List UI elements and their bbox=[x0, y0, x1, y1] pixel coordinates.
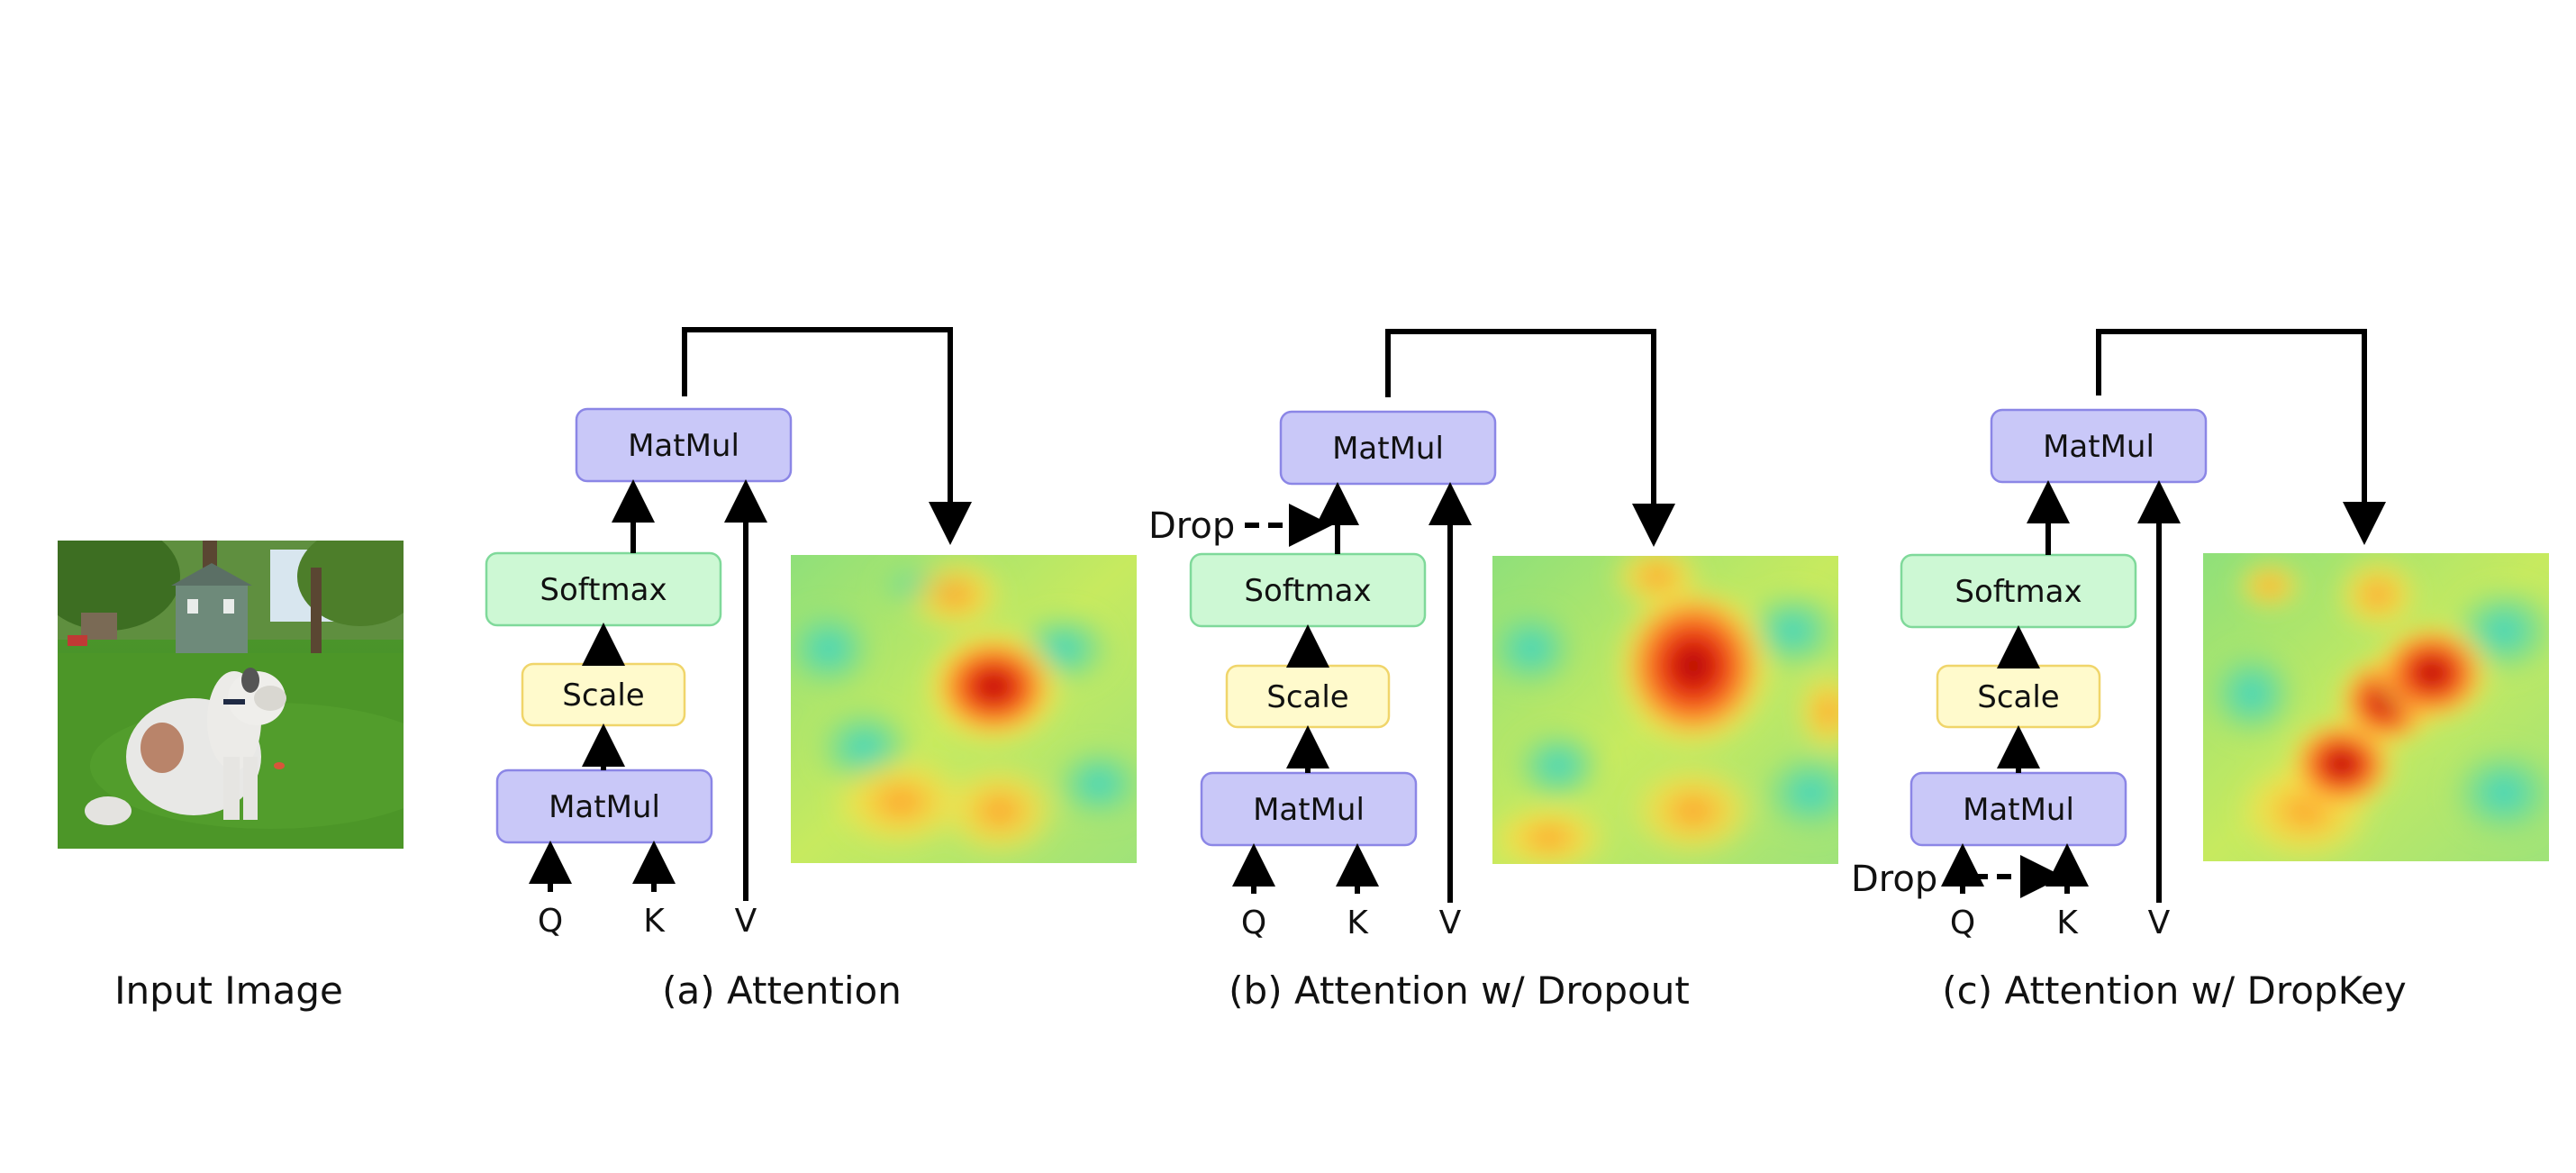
drop-label: Drop bbox=[1851, 859, 1937, 900]
k-label: K bbox=[1347, 905, 1369, 941]
dropkey-heatmap bbox=[2203, 553, 2549, 861]
attention-arrows bbox=[529, 327, 972, 901]
input-image-caption: Input Image bbox=[114, 968, 343, 1013]
v-label: V bbox=[735, 903, 757, 940]
dropout-heatmap bbox=[1492, 556, 1838, 864]
matmul-top-label: MatMul bbox=[2043, 429, 2154, 465]
softmax-label: Softmax bbox=[540, 572, 667, 608]
matmul-bottom-label: MatMul bbox=[1963, 792, 2074, 828]
q-label: Q bbox=[1241, 905, 1266, 941]
q-label: Q bbox=[1950, 905, 1975, 941]
caption-attention: (a) Attention bbox=[662, 968, 902, 1013]
matmul-top-box bbox=[575, 407, 793, 483]
scale-label: Scale bbox=[1977, 679, 2059, 715]
softmax-label: Softmax bbox=[1955, 574, 2082, 610]
scale-label: Scale bbox=[562, 677, 644, 714]
v-label: V bbox=[1439, 905, 1462, 941]
v-label: V bbox=[2148, 905, 2171, 941]
softmax-label: Softmax bbox=[1244, 573, 1371, 609]
matmul-top-box bbox=[1990, 408, 2208, 484]
dropkey-arrows bbox=[1941, 329, 2386, 903]
drop-label: Drop bbox=[1148, 505, 1235, 547]
panel-attention-dropkey: MatMul Softmax Scale MatMul Drop Q K V bbox=[1851, 329, 2549, 941]
caption-attention-dropout: (b) Attention w/ Dropout bbox=[1229, 968, 1690, 1013]
matmul-bottom-label: MatMul bbox=[1253, 792, 1365, 828]
matmul-top-label: MatMul bbox=[1332, 431, 1444, 467]
input-image bbox=[58, 541, 404, 849]
panel-attention: MatMul Softmax Scale MatMul Q K V bbox=[485, 327, 1137, 940]
caption-attention-dropkey: (c) Attention w/ DropKey bbox=[1942, 968, 2406, 1013]
k-label: K bbox=[643, 903, 666, 940]
dropout-arrows bbox=[1232, 329, 1675, 903]
k-label: K bbox=[2056, 905, 2079, 941]
attention-heatmap bbox=[791, 555, 1137, 863]
scale-label: Scale bbox=[1266, 679, 1348, 715]
matmul-top-box bbox=[1279, 410, 1497, 486]
matmul-bottom-label: MatMul bbox=[549, 789, 660, 825]
q-label: Q bbox=[538, 903, 563, 940]
panel-attention-dropout: MatMul Softmax Scale MatMul Drop Q K V bbox=[1148, 329, 1838, 941]
matmul-top-label: MatMul bbox=[628, 428, 739, 464]
